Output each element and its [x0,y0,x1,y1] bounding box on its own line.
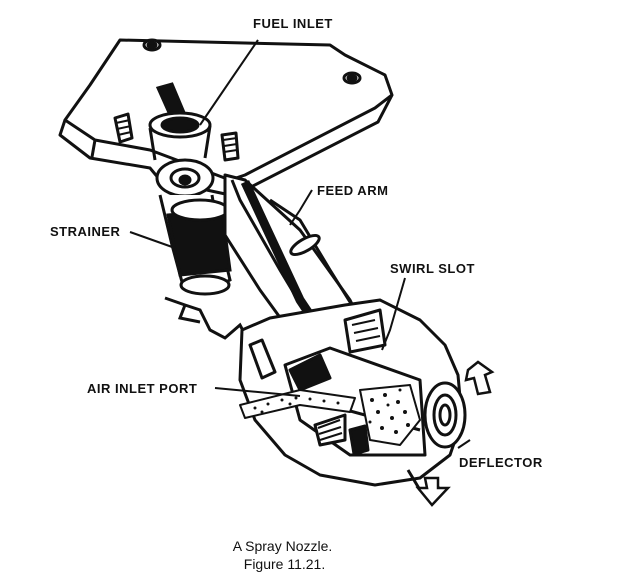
mounting-flange [58,38,394,197]
strainer-body [155,158,232,296]
leader-feed-arm [289,189,313,226]
leader-swirl-slot [381,277,406,351]
caption-figure-number: Figure 11.21. [243,556,326,572]
leader-lines [129,39,471,449]
leader-strainer [129,231,176,249]
label-strainer: STRAINER [50,224,121,239]
arrow-upper-right-icon [464,360,495,396]
label-air-inlet-port: AIR INLET PORT [87,381,197,396]
label-fuel-inlet: FUEL INLET [253,16,333,31]
nozzle-head [238,298,467,492]
air-flow-arrows [415,360,495,507]
arrow-lower-icon [415,476,451,507]
label-swirl-slot: SWIRL SLOT [390,261,475,276]
leader-fuel-inlet [199,39,259,126]
leader-air-inlet-port [214,387,301,397]
fuel-inlet-tube [148,82,212,161]
caption-title: A Spray Nozzle. [232,538,333,554]
mounting-bracket [164,296,250,341]
leader-deflector [457,439,471,449]
label-deflector: DEFLECTOR [459,455,543,470]
label-feed-arm: FEED ARM [317,183,388,198]
